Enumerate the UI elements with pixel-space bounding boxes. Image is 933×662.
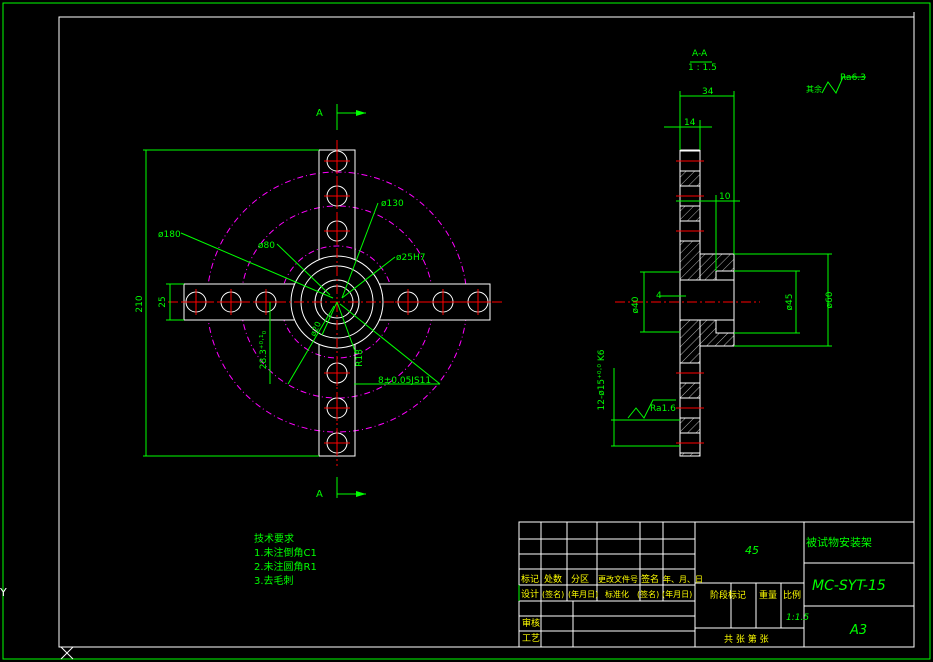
section-view: [611, 61, 866, 457]
section-arrow-bottom-label: A: [316, 489, 323, 500]
plate-holes: [676, 150, 704, 454]
svg-text:(签名): (签名): [542, 589, 564, 599]
tech-req-item-3: 3.去毛刺: [254, 575, 294, 587]
origin-x-icon: [60, 646, 74, 660]
dim-210: 210: [135, 295, 145, 312]
tb-process: 工艺: [522, 633, 540, 644]
dim-14: 14: [684, 118, 696, 128]
dim-d60: ø60: [825, 291, 835, 308]
roughness-value: Ra6.3: [840, 73, 866, 83]
section-scale: 1 : 1.5: [688, 63, 717, 73]
tb-pages: 共 张 第 张: [724, 633, 769, 645]
svg-text:分区: 分区: [571, 574, 589, 585]
dim-d180: ø180: [158, 230, 181, 240]
tb-part-name: 被试物安装架: [806, 535, 872, 549]
tech-req-item-1: 1.未注倒角C1: [254, 546, 317, 559]
ucs-y-icon: Y: [0, 586, 7, 599]
tb-row1: 标记 处数 分区 更改文件号 签名 年、月、日: [521, 573, 703, 585]
roughness-ra16: Ra1.6: [650, 404, 676, 414]
title-block: [518, 521, 915, 648]
svg-text:(年月日): (年月日): [568, 589, 598, 599]
svg-text:标准化: 标准化: [605, 589, 629, 599]
svg-text:更改文件号: 更改文件号: [598, 574, 638, 584]
svg-text:年、月、日: 年、月、日: [663, 574, 703, 584]
svg-text:(年月日): (年月日): [662, 589, 692, 599]
tb-material: 45: [745, 544, 759, 557]
svg-text:(签名): (签名): [637, 589, 659, 599]
tb-row2: 设计 (签名) (年月日) 标准化 (签名) (年月日): [521, 588, 692, 600]
inner-border: [58, 16, 915, 648]
front-view: [143, 104, 505, 498]
svg-text:标记: 标记: [521, 573, 539, 585]
tb-stage: 阶段标记: [710, 589, 746, 601]
dim-d45: ø45: [785, 294, 795, 311]
tb-sheet: A3: [849, 623, 867, 638]
dim-d40: ø40: [631, 296, 641, 313]
dim-8-js11: 8±0.05JS11: [378, 376, 431, 386]
dim-25: 25: [158, 296, 168, 307]
tb-ratio: 比例: [783, 589, 801, 601]
svg-text:设计: 设计: [521, 588, 539, 600]
dim-r18: R18: [355, 349, 365, 367]
tb-drawing-no: MC-SYT-15: [812, 578, 886, 594]
roughness-note: 其余: [806, 84, 822, 94]
dim-holes: 12-ø15⁺⁰·⁰ K6: [597, 349, 607, 410]
tb-weight: 重量: [759, 589, 777, 601]
dim-28-3: 28.3⁺⁰·¹₀: [259, 330, 269, 369]
dim-d80: ø80: [258, 241, 275, 251]
tech-req-title: 技术要求: [254, 532, 294, 545]
dim-34: 34: [702, 87, 714, 97]
tech-req-item-2: 2.未注圆角R1: [254, 560, 317, 573]
tb-check: 审核: [522, 617, 540, 629]
dim-d25h7: ø25H7: [396, 253, 425, 263]
dim-10: 10: [719, 192, 731, 202]
section-arrow-top-label: A: [316, 108, 323, 119]
dim-d130: ø130: [381, 199, 404, 209]
svg-text:处数: 处数: [544, 573, 562, 585]
tb-scale: 1:1.5: [786, 613, 809, 623]
dim-4: 4: [656, 291, 662, 301]
svg-text:签名: 签名: [641, 573, 659, 585]
section-label: A-A: [692, 49, 708, 59]
